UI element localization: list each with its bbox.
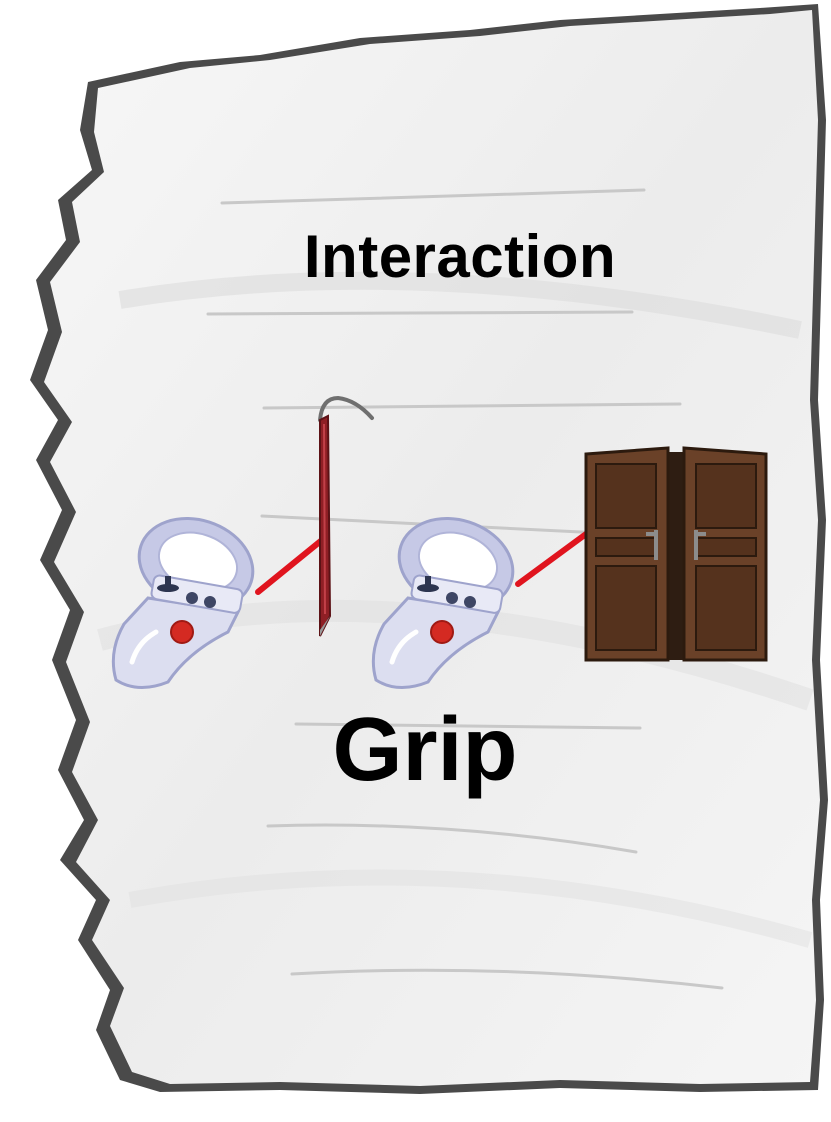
paper-crease <box>118 271 802 339</box>
ruled-line <box>262 402 682 410</box>
paper-crease <box>128 869 813 948</box>
vr-controller-icon <box>371 516 515 689</box>
ruled-line <box>220 188 646 205</box>
vr-controller-icon <box>111 516 255 689</box>
laser-ray-icon <box>255 537 325 595</box>
laser-ray-icon <box>515 531 589 587</box>
card-title: Interaction <box>303 223 617 290</box>
ruled-line <box>206 310 634 316</box>
double-door-icon <box>584 446 768 662</box>
crowbar-icon <box>318 395 374 637</box>
ruled-line <box>290 968 724 990</box>
ruled-line <box>266 823 638 854</box>
action-label: Grip <box>332 700 518 800</box>
ruled-line <box>294 722 642 730</box>
